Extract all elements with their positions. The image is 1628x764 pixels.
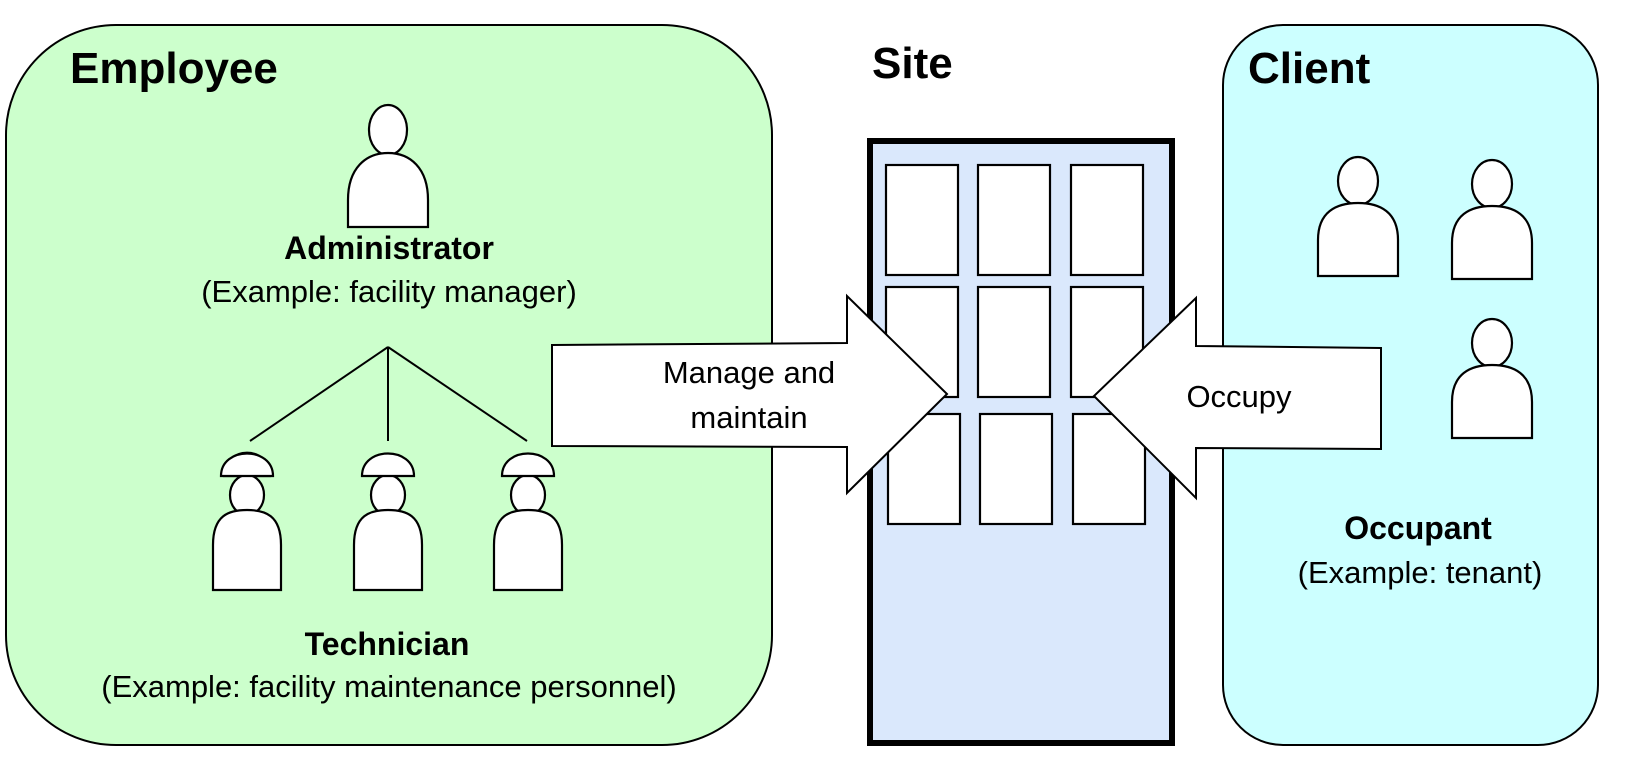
building-window: [884, 163, 960, 277]
technician-icon: [492, 452, 564, 592]
building-window: [976, 285, 1052, 399]
occupy-arrow: Occupy: [1092, 295, 1382, 501]
administrator-role: Administrator: [284, 230, 494, 266]
employee-group: Employee Administrator (Example: facilit…: [5, 24, 773, 746]
employee-title: Employee: [70, 44, 278, 93]
administrator-person-icon: [346, 103, 430, 229]
right-arrow-icon: [551, 293, 949, 496]
occupant-person-icon: [1316, 155, 1400, 278]
manage-arrow-label-line2: maintain: [690, 400, 807, 435]
manage-arrow-label-line1: Manage and: [663, 355, 835, 390]
manage-maintain-arrow: Manage and maintain: [551, 293, 949, 496]
technician-icon: [211, 451, 283, 592]
hierarchy-lines: [249, 346, 528, 442]
client-group: Client Occupant (Example: tenant): [1222, 24, 1599, 746]
site-group: Site: [867, 39, 1175, 746]
building-window: [1069, 163, 1145, 277]
left-arrow-icon: [1092, 295, 1382, 501]
client-title: Client: [1248, 44, 1371, 93]
occupant-person-icon: [1450, 317, 1534, 440]
occupy-arrow-label: Occupy: [1186, 379, 1292, 414]
building-icon: [867, 138, 1175, 746]
administrator-example: (Example: facility manager): [201, 274, 577, 309]
technician-role: Technician: [305, 626, 470, 662]
occupant-example: (Example: tenant): [1298, 555, 1543, 590]
building-window: [978, 412, 1054, 526]
building-window: [976, 163, 1052, 277]
technician-example: (Example: facility maintenance personnel…: [101, 669, 677, 704]
building-windows: [884, 163, 1147, 526]
occupant-role: Occupant: [1344, 510, 1492, 546]
occupant-person-icon: [1450, 158, 1534, 281]
technician-icon: [352, 452, 424, 592]
site-title: Site: [872, 39, 953, 88]
